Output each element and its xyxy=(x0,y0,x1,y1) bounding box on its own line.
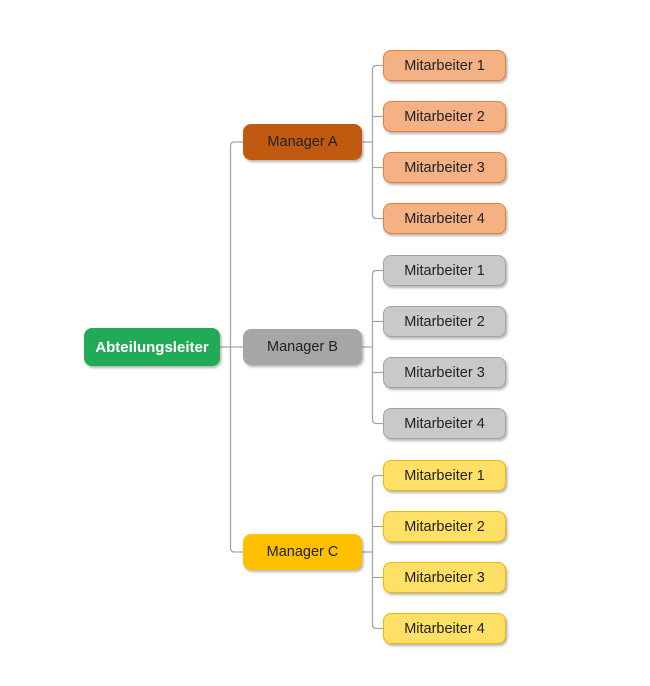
connector-root-to-managers xyxy=(219,141,244,553)
org-node-employee-a4[interactable]: Mitarbeiter 4 xyxy=(383,203,506,234)
org-node-employee-b3[interactable]: Mitarbeiter 3 xyxy=(383,357,506,388)
connector-manager-a-children xyxy=(361,64,384,220)
connector-manager-c-children xyxy=(361,474,384,630)
org-node-employee-c2[interactable]: Mitarbeiter 2 xyxy=(383,511,506,542)
org-node-manager-c[interactable]: Manager C xyxy=(243,534,362,570)
group-c-children: Mitarbeiter 1 Mitarbeiter 2 Mitarbeiter … xyxy=(383,460,506,644)
org-node-employee-a1[interactable]: Mitarbeiter 1 xyxy=(383,50,506,81)
org-node-employee-b4[interactable]: Mitarbeiter 4 xyxy=(383,408,506,439)
org-node-employee-c4[interactable]: Mitarbeiter 4 xyxy=(383,613,506,644)
org-node-employee-b1[interactable]: Mitarbeiter 1 xyxy=(383,255,506,286)
group-b-children: Mitarbeiter 1 Mitarbeiter 2 Mitarbeiter … xyxy=(383,255,506,439)
org-node-employee-b2[interactable]: Mitarbeiter 2 xyxy=(383,306,506,337)
org-node-employee-c1[interactable]: Mitarbeiter 1 xyxy=(383,460,506,491)
group-a-children: Mitarbeiter 1 Mitarbeiter 2 Mitarbeiter … xyxy=(383,50,506,234)
org-node-manager-a[interactable]: Manager A xyxy=(243,124,362,160)
org-node-root[interactable]: Abteilungsleiter xyxy=(84,328,220,366)
org-node-employee-a3[interactable]: Mitarbeiter 3 xyxy=(383,152,506,183)
connector-manager-b-children xyxy=(361,269,384,425)
org-node-employee-a2[interactable]: Mitarbeiter 2 xyxy=(383,101,506,132)
org-node-manager-b[interactable]: Manager B xyxy=(243,329,362,365)
org-node-employee-c3[interactable]: Mitarbeiter 3 xyxy=(383,562,506,593)
